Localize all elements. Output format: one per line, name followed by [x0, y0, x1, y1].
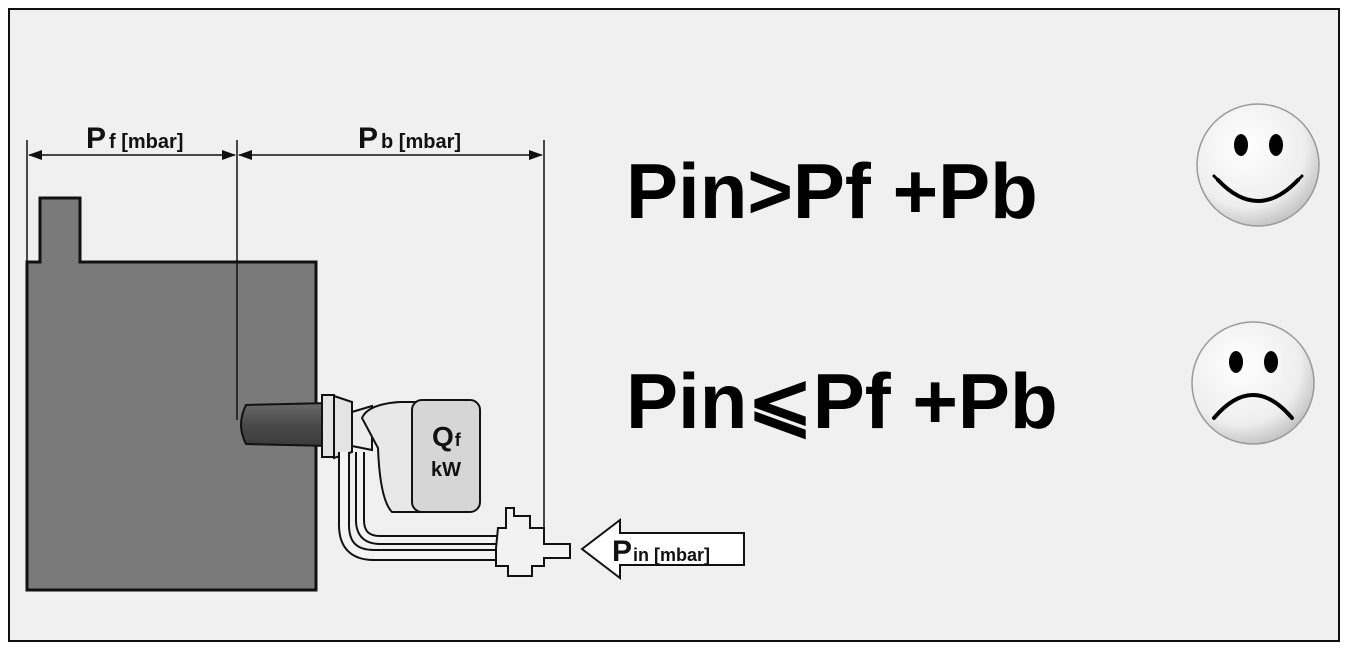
- dimension-lines: [26, 140, 545, 530]
- inlet-arrow: [580, 517, 745, 581]
- smiley-face-icon: [1196, 103, 1320, 227]
- kw-label: kW: [431, 459, 461, 481]
- condition-ok-formula: Pin>Pf +Pb: [626, 147, 1038, 235]
- boiler: [25, 196, 318, 592]
- qf-label: Qf: [432, 421, 462, 452]
- condition-fail-formula: Pin⩽Pf +Pb: [626, 357, 1058, 445]
- burner: [240, 394, 571, 577]
- sad-face-icon: [1191, 321, 1315, 445]
- pin-label: Pin [mbar]: [612, 535, 710, 568]
